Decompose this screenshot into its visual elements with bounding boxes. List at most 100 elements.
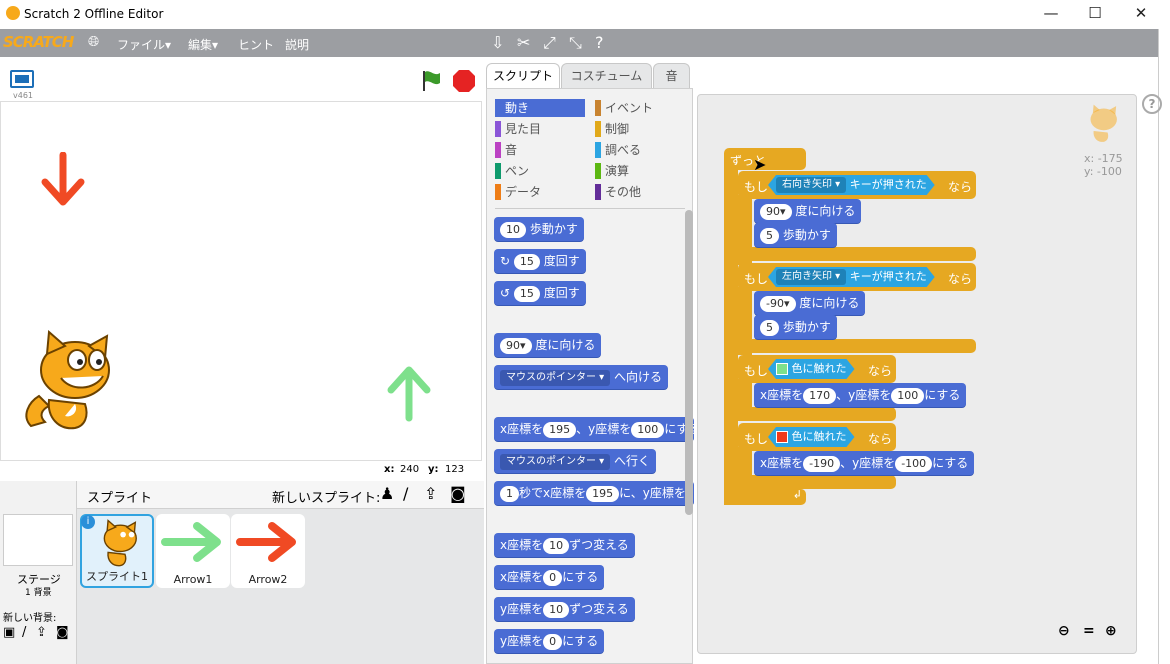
degrees-input[interactable]: 15: [513, 285, 540, 302]
paint-backdrop-icon[interactable]: /: [22, 625, 27, 640]
block-point-direction[interactable]: 90▾ 度に向ける: [754, 199, 862, 223]
minimize-button[interactable]: —: [1043, 4, 1059, 22]
menu-hint[interactable]: ヒント: [238, 38, 275, 52]
sprite-thumb-arrow1[interactable]: Arrow1: [156, 514, 230, 588]
x-input[interactable]: 170: [803, 387, 837, 404]
direction-input[interactable]: 90▾: [500, 337, 532, 354]
steps-input[interactable]: 5: [760, 227, 779, 244]
category-0[interactable]: 動き: [495, 99, 585, 117]
maximize-button[interactable]: ☐: [1088, 4, 1102, 22]
sprite-thumb-arrow2[interactable]: Arrow2: [231, 514, 305, 588]
if-block-left[interactable]: もし 左向き矢印 ▾ キーが押された なら: [738, 263, 976, 291]
block-move-steps[interactable]: 5 歩動かす: [754, 223, 837, 247]
cut-scissors-icon[interactable]: ✂: [517, 33, 531, 52]
block-turn-left[interactable]: ↺ 15 度回す: [494, 281, 586, 305]
green-flag-icon[interactable]: [420, 69, 444, 93]
dy-input[interactable]: 10: [543, 601, 570, 618]
fullscreen-icon[interactable]: [10, 70, 34, 88]
tab-sounds[interactable]: 音: [653, 63, 690, 88]
info-icon[interactable]: i: [81, 515, 95, 529]
upload-backdrop-icon[interactable]: ⇪: [36, 625, 47, 640]
stop-sign-icon[interactable]: [452, 69, 476, 93]
degrees-input[interactable]: 15: [513, 253, 540, 270]
sprite-library-icon[interactable]: ♟: [380, 484, 395, 503]
red-color-swatch[interactable]: [776, 431, 788, 443]
stage-thumbnail[interactable]: [3, 514, 73, 566]
block-point-direction[interactable]: -90▾ 度に向ける: [754, 291, 866, 315]
y-input[interactable]: 0: [543, 633, 563, 650]
zoom-out-icon[interactable]: ⊖: [1058, 623, 1070, 639]
block-goto-object[interactable]: マウスのポインター ▾ へ行く: [494, 449, 657, 473]
dx-input[interactable]: 10: [543, 537, 570, 554]
scripts-area[interactable]: x: -175 y: -100 ずっと ↲ もし 右向き矢印 ▾ キーが押された…: [697, 94, 1137, 654]
grow-icon[interactable]: ⤢: [543, 33, 556, 52]
block-point-towards[interactable]: マウスのポインター ▾ へ向ける: [494, 365, 669, 389]
category-2[interactable]: 見た目: [495, 120, 585, 138]
close-button[interactable]: ✕: [1134, 4, 1148, 22]
target-dropdown[interactable]: マウスのポインター ▾: [500, 369, 611, 386]
help-icon[interactable]: ?: [595, 33, 604, 52]
y-input[interactable]: -100: [895, 455, 933, 472]
tab-scripts[interactable]: スクリプト: [486, 63, 560, 88]
forever-block[interactable]: ずっと: [724, 148, 806, 170]
category-6[interactable]: ペン: [495, 162, 585, 180]
block-point-direction[interactable]: 90▾ 度に向ける: [494, 333, 602, 357]
category-1[interactable]: イベント: [595, 99, 685, 117]
tab-costumes[interactable]: コスチューム: [561, 63, 652, 88]
upload-sprite-icon[interactable]: ⇪: [424, 484, 438, 503]
red-arrow-down-icon[interactable]: [39, 152, 87, 208]
block-move-steps[interactable]: 5 歩動かす: [754, 315, 837, 339]
x-input[interactable]: -190: [803, 455, 841, 472]
sprite-thumb-cat[interactable]: i スプライト1: [80, 514, 154, 588]
category-5[interactable]: 調べる: [595, 141, 685, 159]
category-3[interactable]: 制御: [595, 120, 685, 138]
touching-color-sensor[interactable]: 色に触れた: [768, 427, 855, 447]
key-dropdown[interactable]: 右向き矢印 ▾: [776, 177, 846, 193]
scratch-logo[interactable]: SCRATCH: [3, 33, 74, 51]
menu-edit[interactable]: 編集▾: [188, 38, 219, 52]
shrink-icon[interactable]: ⤡: [569, 33, 582, 52]
x-input[interactable]: 0: [543, 569, 563, 586]
palette-scrollbar[interactable]: [685, 210, 693, 515]
stage-canvas[interactable]: [0, 101, 482, 461]
category-4[interactable]: 音: [495, 141, 585, 159]
steps-input[interactable]: 10: [500, 221, 526, 238]
x-input[interactable]: 195: [543, 421, 577, 438]
x-input[interactable]: 195: [586, 485, 620, 502]
zoom-reset-icon[interactable]: =: [1083, 623, 1095, 639]
if-touch-red[interactable]: もし 色に触れた なら: [738, 423, 896, 451]
y-input[interactable]: 100: [631, 421, 665, 438]
direction-input[interactable]: -90▾: [760, 295, 796, 312]
category-9[interactable]: その他: [595, 183, 685, 201]
category-7[interactable]: 演算: [595, 162, 685, 180]
seconds-input[interactable]: 1: [500, 485, 519, 502]
if-touch-green[interactable]: もし 色に触れた なら: [738, 355, 896, 383]
duplicate-stamp-icon[interactable]: ⇩: [491, 33, 505, 52]
key-pressed-sensor[interactable]: 左向き矢印 ▾ キーが押された: [768, 267, 935, 287]
zoom-in-icon[interactable]: ⊕: [1105, 623, 1117, 639]
block-turn-right[interactable]: ↻ 15 度回す: [494, 249, 586, 273]
paint-sprite-icon[interactable]: /: [403, 484, 409, 503]
globe-icon[interactable]: 🌐︎: [88, 34, 100, 50]
key-dropdown[interactable]: 左向き矢印 ▾: [776, 269, 846, 285]
green-color-swatch[interactable]: [776, 363, 788, 375]
touching-color-sensor[interactable]: 色に触れた: [768, 359, 855, 379]
y-input[interactable]: 100: [891, 387, 925, 404]
block-move-steps[interactable]: 10 歩動かす: [494, 217, 584, 241]
steps-input[interactable]: 5: [760, 319, 779, 336]
target-dropdown[interactable]: マウスのポインター ▾: [500, 453, 611, 470]
menu-about[interactable]: 説明: [285, 38, 310, 52]
green-arrow-up-icon[interactable]: [385, 364, 433, 422]
help-circle-icon[interactable]: ?: [1142, 94, 1162, 114]
camera-sprite-icon[interactable]: ◙: [450, 484, 466, 503]
direction-input[interactable]: 90▾: [760, 203, 792, 220]
category-8[interactable]: データ: [495, 183, 585, 201]
